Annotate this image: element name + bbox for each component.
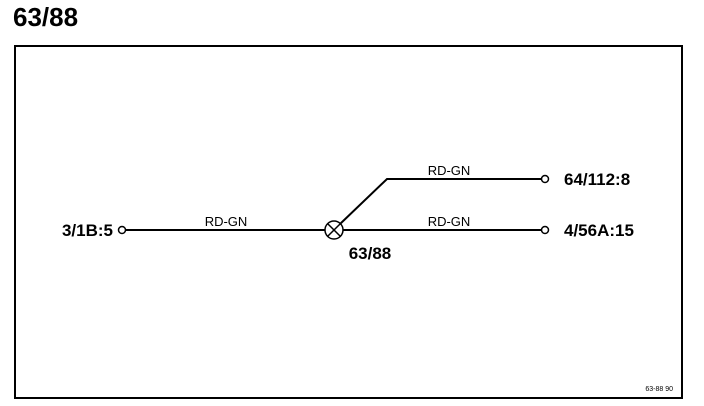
- reference-number: 63-88 90: [645, 386, 673, 393]
- wire-upper-right: [339, 178, 542, 225]
- connector-pin-lower-right: [540, 225, 550, 235]
- wire-label-upper-right: RD-GN: [428, 163, 471, 178]
- connector-pin-left: [117, 225, 127, 235]
- diagram-frame: [14, 45, 683, 399]
- connector-label-left: 3/1B:5: [62, 221, 113, 240]
- splice-icon: [324, 220, 344, 240]
- wire-label-lower-right: RD-GN: [428, 214, 471, 229]
- wire-label-left: RD-GN: [205, 214, 248, 229]
- connector-pin-upper-right: [540, 174, 550, 184]
- splice-label: 63/88: [349, 244, 392, 263]
- connector-label-upper-right: 64/112:8: [564, 170, 630, 189]
- connector-label-lower-right: 4/56A:15: [564, 221, 634, 240]
- page-title: 63/88: [13, 2, 79, 32]
